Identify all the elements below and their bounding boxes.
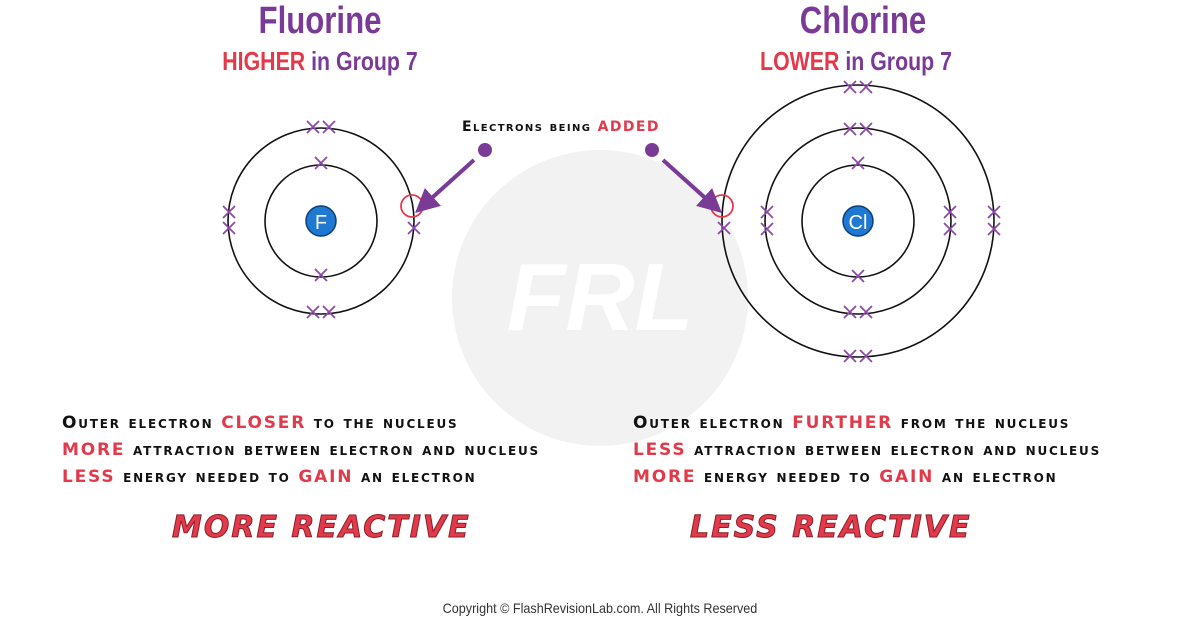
fluorine-outer-shell: [227, 127, 415, 315]
line-text: from the nucleus: [893, 413, 1071, 433]
chlorine-middle-shell: [764, 127, 952, 315]
chlorine-explanation: Outer electron FURTHER from the nucleus …: [633, 410, 1101, 491]
line-highlight: LESS: [633, 440, 687, 460]
explanation-line: Outer electron CLOSER to the nucleus: [62, 410, 540, 437]
line-highlight: MORE: [633, 467, 697, 487]
chlorine-title: Chlorine: [799, 0, 927, 42]
electron-cross: [851, 269, 865, 283]
line-highlight: GAIN: [879, 467, 935, 487]
fluorine-nucleus: [305, 205, 337, 237]
caption-highlight: ADDED: [597, 119, 660, 135]
electron-cross: [314, 156, 328, 170]
line-highlight: LESS: [62, 467, 116, 487]
electron-cross: [322, 120, 336, 134]
electron-cross: [306, 120, 320, 134]
chlorine-verdict: LESS REACTIVE: [689, 510, 972, 546]
incoming-electron-left: [478, 143, 492, 157]
line-text: Outer electron: [62, 413, 222, 433]
electron-cross: [760, 222, 774, 236]
fluorine-subtitle-highlight: HIGHER: [222, 46, 306, 76]
line-text: an electron: [353, 467, 477, 487]
explanation-line: Outer electron FURTHER from the nucleus: [633, 410, 1101, 437]
caption-text: Electrons being: [462, 119, 598, 135]
incoming-electron-arrows: [415, 143, 722, 214]
chlorine-outer-shell: [721, 84, 995, 358]
arrow-left: [415, 158, 476, 214]
copyright-notice: Copyright © FlashRevisionLab.com. All Ri…: [442, 600, 758, 616]
line-text: energy needed to: [696, 467, 880, 487]
chlorine-nucleus: [842, 205, 874, 237]
chlorine-atom: Cl: [710, 80, 1001, 363]
arrow-right: [661, 158, 722, 214]
fluorine-nucleus-symbol: F: [315, 212, 327, 234]
fluorine-verdict: MORE REACTIVE: [172, 510, 471, 546]
fluorine-inner-shell: [264, 164, 378, 278]
electron-cross: [843, 80, 857, 94]
explanation-line: MORE energy needed to GAIN an electron: [633, 464, 1101, 491]
chlorine-nucleus-symbol: Cl: [849, 212, 868, 234]
electron-cross: [859, 305, 873, 319]
watermark: FRL: [452, 150, 748, 446]
line-text: energy needed to: [115, 467, 299, 487]
explanation-line: MORE attraction between electron and nuc…: [62, 437, 540, 464]
line-highlight: FURTHER: [792, 413, 894, 433]
fluorine-title: Fluorine: [258, 0, 382, 42]
electron-cross: [322, 305, 336, 319]
line-text: attraction between electron and nucleus: [686, 440, 1102, 460]
line-highlight: CLOSER: [221, 413, 307, 433]
electron-cross: [851, 156, 865, 170]
incoming-electron-right: [645, 143, 659, 157]
explanation-line: LESS attraction between electron and nuc…: [633, 437, 1101, 464]
explanation-line: LESS energy needed to GAIN an electron: [62, 464, 540, 491]
line-highlight: GAIN: [298, 467, 354, 487]
line-text: an electron: [934, 467, 1058, 487]
fluorine-subtitle-rest: in Group 7: [305, 46, 418, 76]
electron-cross: [859, 80, 873, 94]
chlorine-subtitle-rest: in Group 7: [839, 46, 952, 76]
fluorine-atom: F: [222, 120, 424, 319]
line-text: Outer electron: [633, 413, 793, 433]
fluorine-subtitle: HIGHER in Group 7: [189, 46, 451, 77]
chlorine-subtitle: LOWER in Group 7: [725, 46, 987, 77]
line-highlight: MORE: [62, 440, 126, 460]
electron-cross: [760, 205, 774, 219]
electrons-added-caption: Electrons being ADDED: [462, 119, 660, 135]
watermark-text: FRL: [507, 244, 694, 351]
fluorine-explanation: Outer electron CLOSER to the nucleus MOR…: [62, 410, 540, 491]
electron-cross: [306, 305, 320, 319]
line-text: to the nucleus: [306, 413, 459, 433]
chlorine-subtitle-highlight: LOWER: [760, 46, 840, 76]
electron-cross: [843, 305, 857, 319]
electron-cross: [314, 268, 328, 282]
line-text: attraction between electron and nucleus: [125, 440, 540, 460]
